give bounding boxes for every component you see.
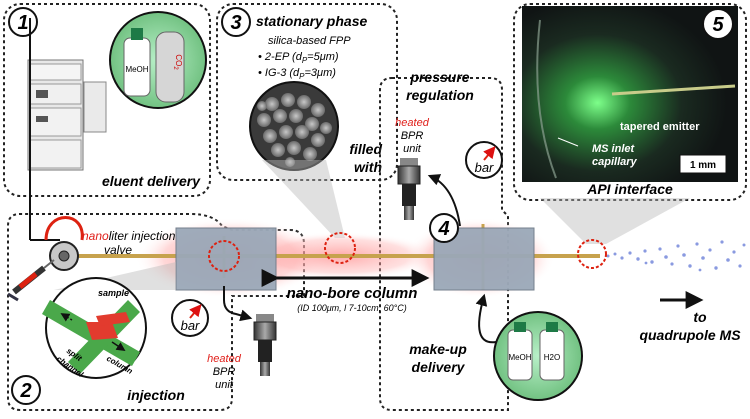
panel-3-line1: silica-based FPP [268,35,351,47]
panel-5-number: 5 [712,14,724,36]
bpr-bottom-heated: heated [207,353,242,365]
hplc-pump-stack [27,59,107,171]
ms-inlet-label-a: MS inlet [592,143,636,155]
column-label: nano-bore column [287,285,418,302]
column-spec: (ID 100μm, l 7-10cm, 60°C) [297,303,407,313]
panel-4-badge [429,213,459,243]
panel-1-number: 1 [17,12,28,34]
sample-loop [44,216,84,241]
injection-valve-label: nanoliter injection [82,229,176,243]
ms-inlet-pointer [557,137,579,147]
electrospray-plume [606,240,746,272]
co2-label: CO2 [172,54,183,70]
bpr-bottom-arrow [223,286,253,322]
bpr-top-arrow [427,174,461,227]
panel-2-label: injection [127,387,185,403]
gauge-needle-top [483,146,496,161]
zoom-cone-3 [262,160,345,238]
bpr-top: heated BPR unit [395,117,430,220]
emitter-tip [611,84,736,96]
bpr-bottom-name: BPR [213,366,236,378]
makeup-h2o-label: H2O [544,353,560,362]
bpr-top-unit: unit [403,143,422,155]
scale-bar-label: 1 mm [690,160,716,171]
panel-3-border [216,3,398,181]
ms-inlet-label-b: capillary [592,156,638,168]
makeup-bottles-inset [493,311,583,401]
panel-4-makeup-a: make-up [409,341,467,357]
meoh-bottle-label: MeOH [125,65,148,74]
panel-3-badge [221,7,251,37]
bpr-top-heated: heated [395,117,430,129]
zoom-circle-injection [208,240,240,272]
makeup-meoh-label: MeOH [508,353,531,362]
bpr-bottom [253,314,277,376]
ms-inlet-capillary-edge [536,19,557,179]
panel-4-makeup-b: delivery [412,359,466,375]
panel-3-number: 3 [230,12,241,34]
co2-cylinder [155,31,185,103]
panel-3-bullet1: • 2-EP (dP=5μm) [258,51,339,65]
injection-valve-center [58,250,70,262]
panel-1-border [3,3,211,197]
to-ms-label-a: to [693,309,707,325]
panel-2-number: 2 [19,380,31,402]
gauge-label-bottom: bar [181,318,200,333]
syringe-icon [7,259,55,302]
panel-1-label: eluent delivery [102,173,201,189]
makeup-arrow [475,293,497,344]
panel-4-number: 4 [437,218,449,240]
inset-split-arrow [60,313,73,322]
panel-5-border [513,3,747,201]
panel-3-title: stationary phase [256,13,367,29]
panel-2-badge [11,375,41,405]
zoom-circle-emitter [577,239,607,269]
panel-3-caption-b: with [354,159,382,175]
to-ms-label-b: quadrupole MS [639,327,741,343]
bpr-top-name: BPR [401,130,424,142]
gauge-needle-bottom [189,304,202,319]
gauge-label-top: bar [475,160,494,175]
injection-valve-label-2: valve [104,243,132,257]
panel-4-border [379,77,509,411]
emitter-label: tapered emitter [620,121,700,133]
bpr-bottom-unit: unit [215,379,234,391]
meoh-bottle-cap [131,28,143,40]
panel-5-badge [702,8,734,40]
panel-5-label: API interface [586,181,673,197]
zoom-circle-column [324,232,356,264]
scale-bar-box [679,154,727,174]
zoom-cone-5 [540,198,690,244]
panel-4-title-b: regulation [406,87,474,103]
bpr-chip [433,227,535,291]
makeup-meoh-cap [514,322,526,332]
panel-3-bullet2: • IG-3 (dP=3μm) [258,67,336,81]
sem-particles-image [249,81,339,171]
panel-4-title-a: pressure [409,69,469,85]
inset-sample-label: sample [98,288,129,298]
panel-3-caption-a: filled [349,141,382,157]
inset-column-arrow [111,341,126,351]
makeup-h2o-cap [546,322,558,332]
injection-chip [175,227,277,291]
